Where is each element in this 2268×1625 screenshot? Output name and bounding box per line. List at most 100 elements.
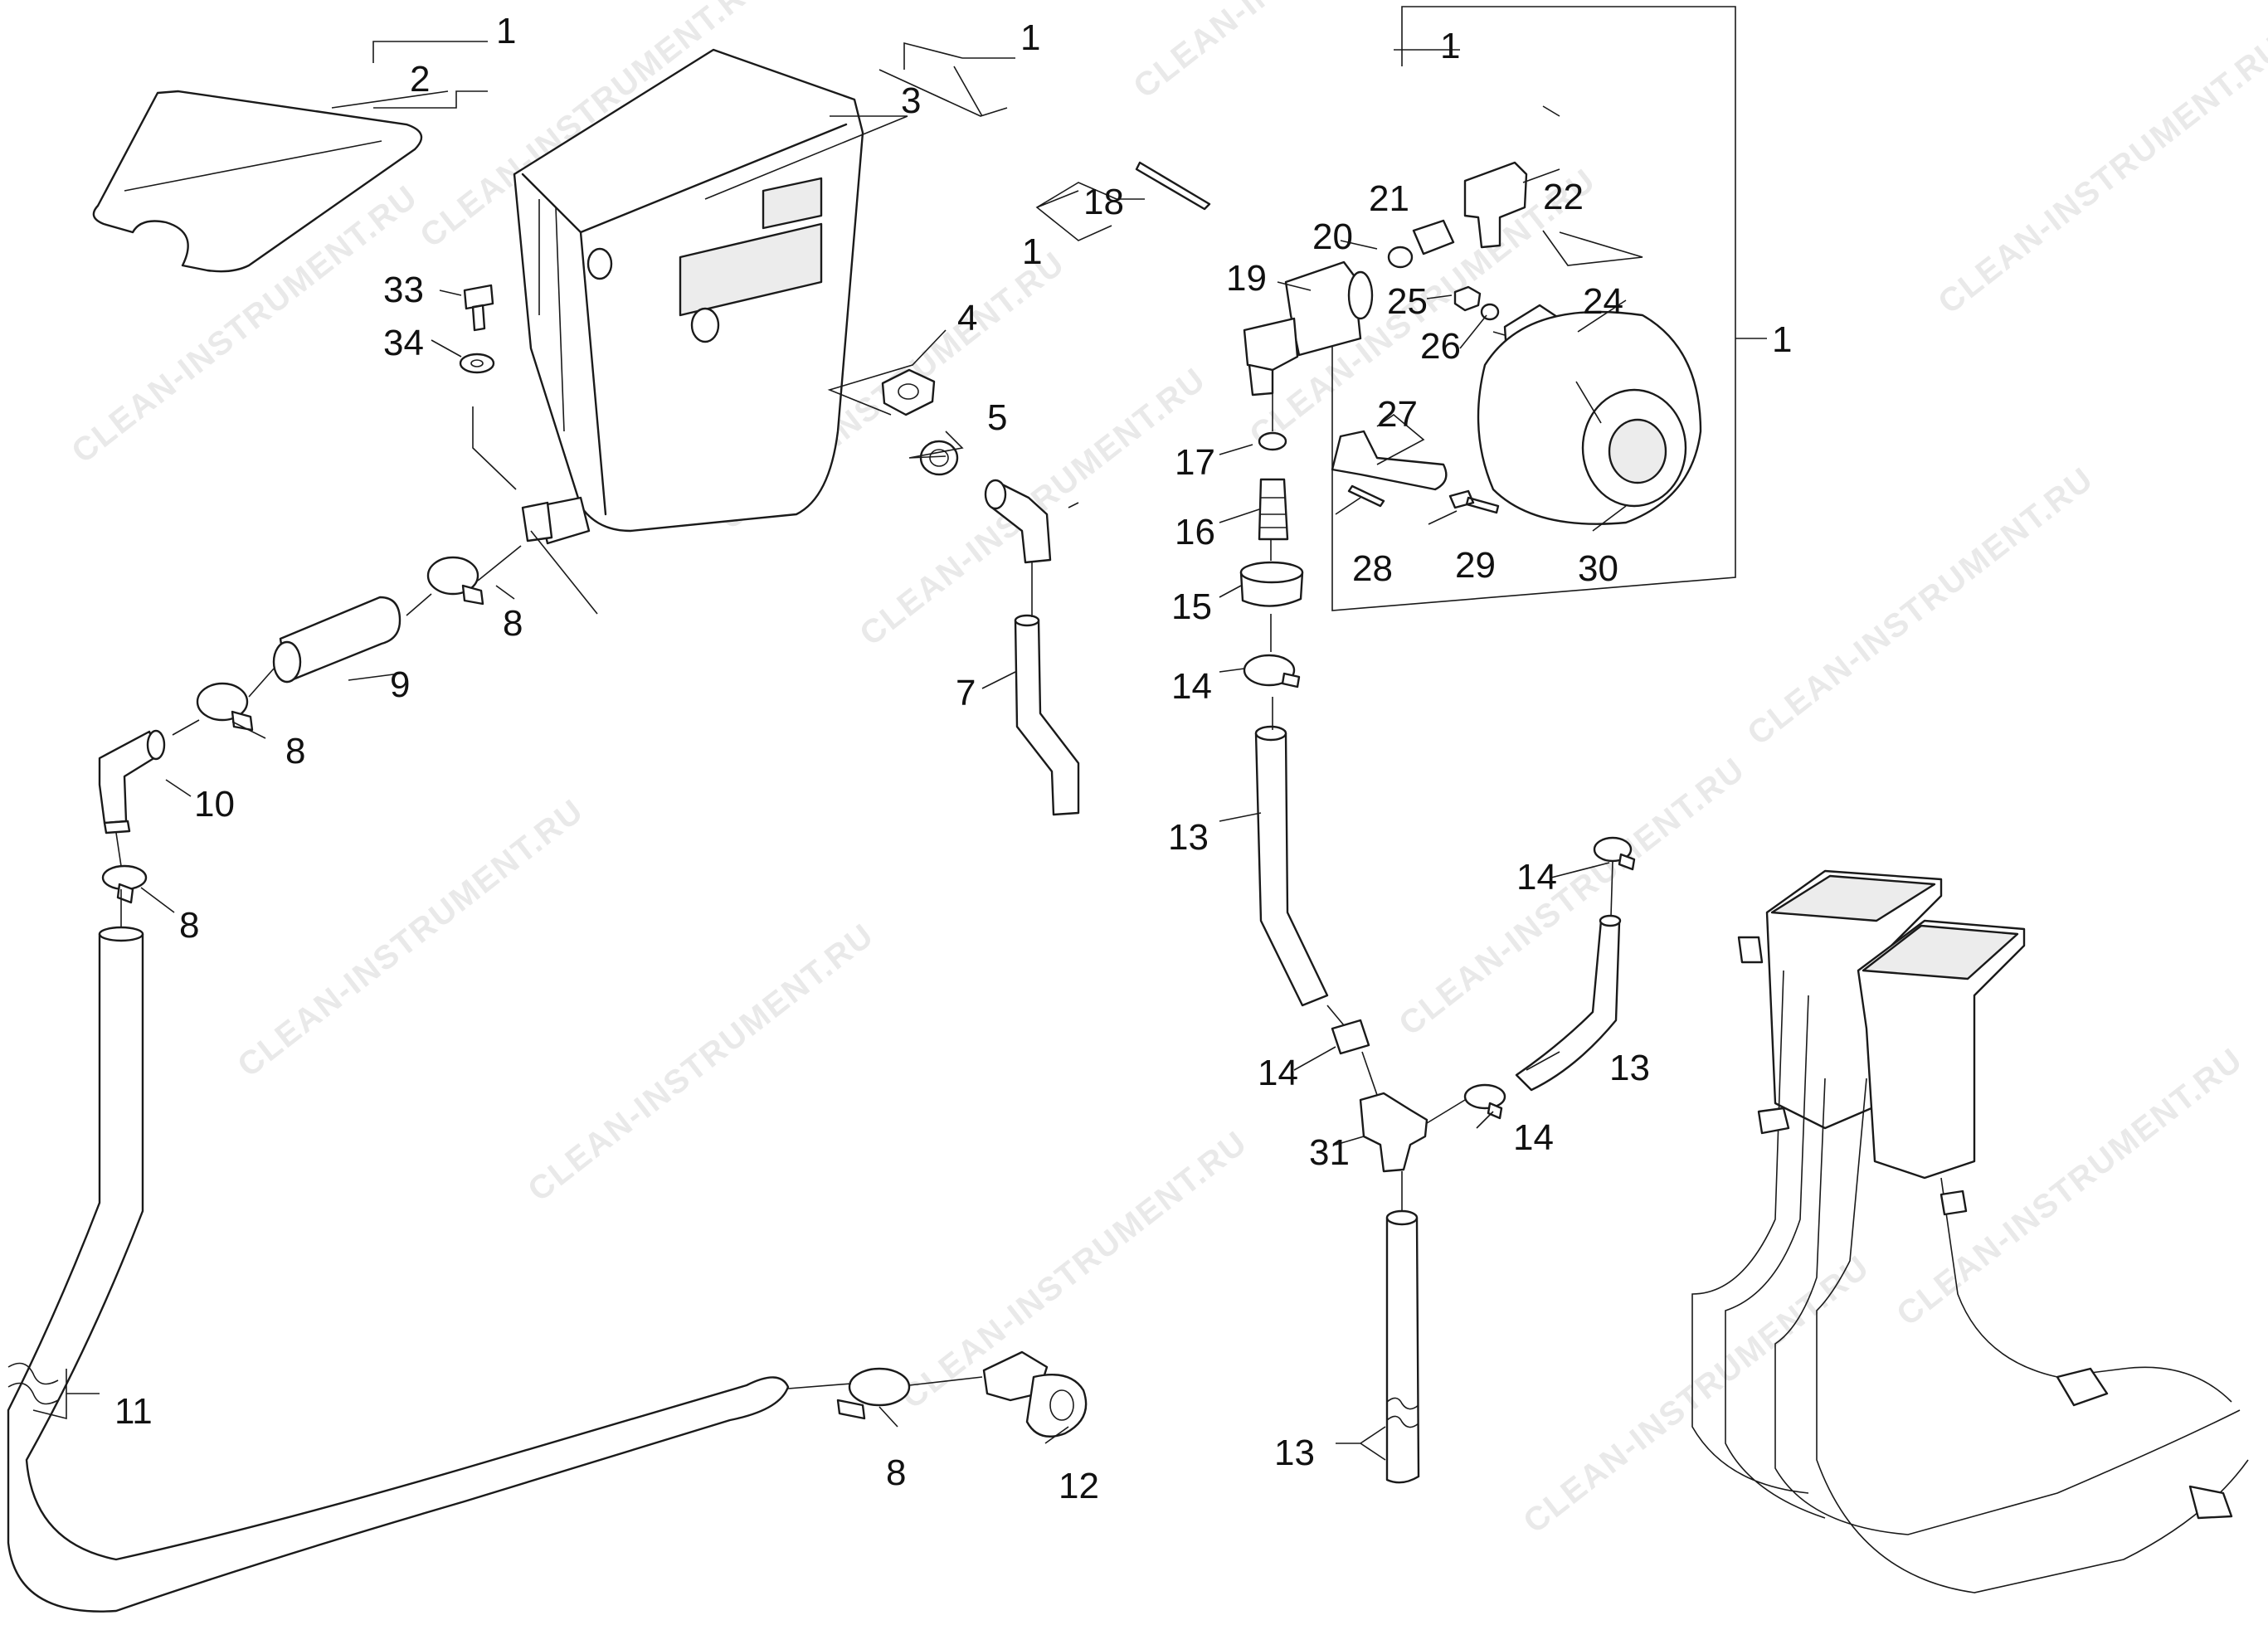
t-connector bbox=[1359, 1092, 1428, 1173]
hex-nut-small bbox=[1453, 285, 1482, 312]
mounting-bracket bbox=[1463, 161, 1528, 249]
callout-number: 4 bbox=[957, 298, 977, 338]
cylinder-pin bbox=[1347, 484, 1385, 508]
callout-labels: 1 2 1 3 1 18 1 1 21 22 20 19 25 24 26 1 … bbox=[114, 11, 1792, 1506]
callout-number: 3 bbox=[901, 80, 921, 121]
callout-number: 31 bbox=[1309, 1132, 1350, 1173]
callout-number: 2 bbox=[410, 59, 430, 100]
callout-number: 13 bbox=[1609, 1048, 1650, 1088]
callout-number: 12 bbox=[1059, 1466, 1099, 1506]
watermark-text: CLEAN-INSTRUMENT.RU bbox=[1931, 29, 2268, 321]
hose-curved-end bbox=[1599, 914, 1622, 927]
nut-hole bbox=[898, 383, 919, 400]
o-ring bbox=[1258, 431, 1287, 451]
callout-number: 5 bbox=[987, 397, 1007, 438]
hose-curved bbox=[1515, 919, 1621, 1092]
callout-number: 15 bbox=[1171, 586, 1212, 627]
drain-fitting-hole bbox=[1049, 1389, 1074, 1421]
callout-number: 10 bbox=[194, 784, 235, 825]
pump-motor bbox=[1477, 310, 1702, 525]
callout-number: 20 bbox=[1312, 217, 1353, 257]
watermark-text: CLEAN-INSTRUMENT.RU bbox=[1392, 751, 1752, 1043]
watermark-text: CLEAN-INSTRUMENT.RU bbox=[894, 1124, 1254, 1416]
watermark-text: CLEAN-INSTRUMENT.RU bbox=[1516, 1248, 1876, 1540]
callout-number: 1 bbox=[1772, 319, 1792, 360]
elbow-fitting bbox=[990, 479, 1052, 564]
callout-number: 30 bbox=[1578, 548, 1618, 589]
callout-number: 17 bbox=[1175, 442, 1215, 483]
hose-break-mark bbox=[7, 1362, 59, 1405]
watermark-layer: CLEAN-INSTRUMENT.RU CLEAN-INSTRUMENT.RU … bbox=[65, 0, 2268, 1540]
callout-number: 8 bbox=[179, 905, 199, 946]
subassembly-frame bbox=[1331, 6, 1736, 611]
assembly-overview bbox=[1691, 869, 2249, 1593]
callout-number: 7 bbox=[956, 673, 976, 713]
hose-clamp bbox=[101, 864, 148, 904]
elbow-connector-thread bbox=[103, 820, 131, 834]
hose-nipple bbox=[1258, 478, 1289, 541]
callout-number: 22 bbox=[1543, 177, 1584, 217]
callout-number: 24 bbox=[1583, 281, 1623, 322]
callout-number: 8 bbox=[285, 731, 305, 771]
callout-number: 28 bbox=[1352, 548, 1393, 589]
hose-upper-end bbox=[1254, 725, 1287, 742]
elbow-connector-end bbox=[146, 729, 166, 761]
bolt bbox=[463, 284, 494, 332]
watermark-text: CLEAN-INSTRUMENT.RU bbox=[1127, 0, 1487, 105]
callout-number: 27 bbox=[1377, 394, 1418, 435]
watermark-text: CLEAN-INSTRUMENT.RU bbox=[1740, 460, 2100, 752]
seal-ring-hole bbox=[929, 449, 949, 467]
washer bbox=[459, 353, 495, 374]
lid-gasket-edge bbox=[124, 140, 382, 192]
hose-upper bbox=[1254, 728, 1329, 1007]
union-nut-top bbox=[1239, 561, 1304, 584]
hose-short-end bbox=[1014, 614, 1040, 627]
callout-number: 13 bbox=[1168, 817, 1209, 858]
lid-gasket bbox=[92, 90, 423, 273]
hose-clamp bbox=[426, 556, 484, 606]
callout-number: 8 bbox=[886, 1452, 906, 1493]
hose-clamp bbox=[1463, 1083, 1506, 1120]
callout-number: 19 bbox=[1226, 258, 1267, 299]
split-pin bbox=[1135, 161, 1211, 211]
callout-number: 14 bbox=[1171, 666, 1212, 707]
callout-number: 1 bbox=[1022, 231, 1042, 272]
callout-number: 25 bbox=[1387, 281, 1428, 322]
coupling-sleeve bbox=[1412, 219, 1455, 255]
callout-number: 8 bbox=[503, 603, 523, 644]
hose-sleeve-end bbox=[272, 640, 302, 684]
callout-number: 13 bbox=[1274, 1433, 1315, 1473]
check-valve bbox=[1331, 1019, 1370, 1055]
callout-number: 29 bbox=[1455, 545, 1496, 586]
callout-number: 9 bbox=[390, 664, 410, 705]
nut bbox=[881, 368, 936, 416]
washer-hole bbox=[470, 359, 484, 367]
callout-number: 21 bbox=[1369, 178, 1409, 219]
callout-number: 1 bbox=[496, 11, 516, 51]
callout-number: 16 bbox=[1175, 512, 1215, 552]
callout-number: 14 bbox=[1513, 1117, 1554, 1158]
callout-number: 33 bbox=[383, 270, 424, 310]
seal-ring bbox=[919, 440, 959, 476]
hose-long-end bbox=[98, 926, 144, 942]
hose-clamp bbox=[196, 682, 254, 732]
hose-clamp bbox=[836, 1367, 911, 1420]
callout-number: 14 bbox=[1258, 1053, 1298, 1093]
callout-number: 18 bbox=[1083, 182, 1124, 222]
callout-number: 34 bbox=[383, 323, 424, 363]
callout-number: 1 bbox=[1022, 231, 1042, 272]
drain-fitting-nut bbox=[1025, 1374, 1088, 1438]
callout-number: 26 bbox=[1420, 326, 1461, 367]
hose-nipple-rib bbox=[1259, 497, 1287, 528]
watermark-text: CLEAN-INSTRUMENT.RU bbox=[521, 917, 881, 1209]
hose-clamp bbox=[1593, 836, 1636, 871]
screw bbox=[1448, 489, 1500, 514]
hose-sleeve bbox=[279, 596, 402, 684]
callout-number: 14 bbox=[1516, 857, 1557, 898]
hose-short bbox=[1014, 619, 1080, 816]
small-sleeve bbox=[1387, 246, 1414, 269]
leader-lines bbox=[32, 41, 1643, 1461]
lever-bracket bbox=[1331, 430, 1448, 491]
hose-break-mark bbox=[1386, 1397, 1419, 1428]
